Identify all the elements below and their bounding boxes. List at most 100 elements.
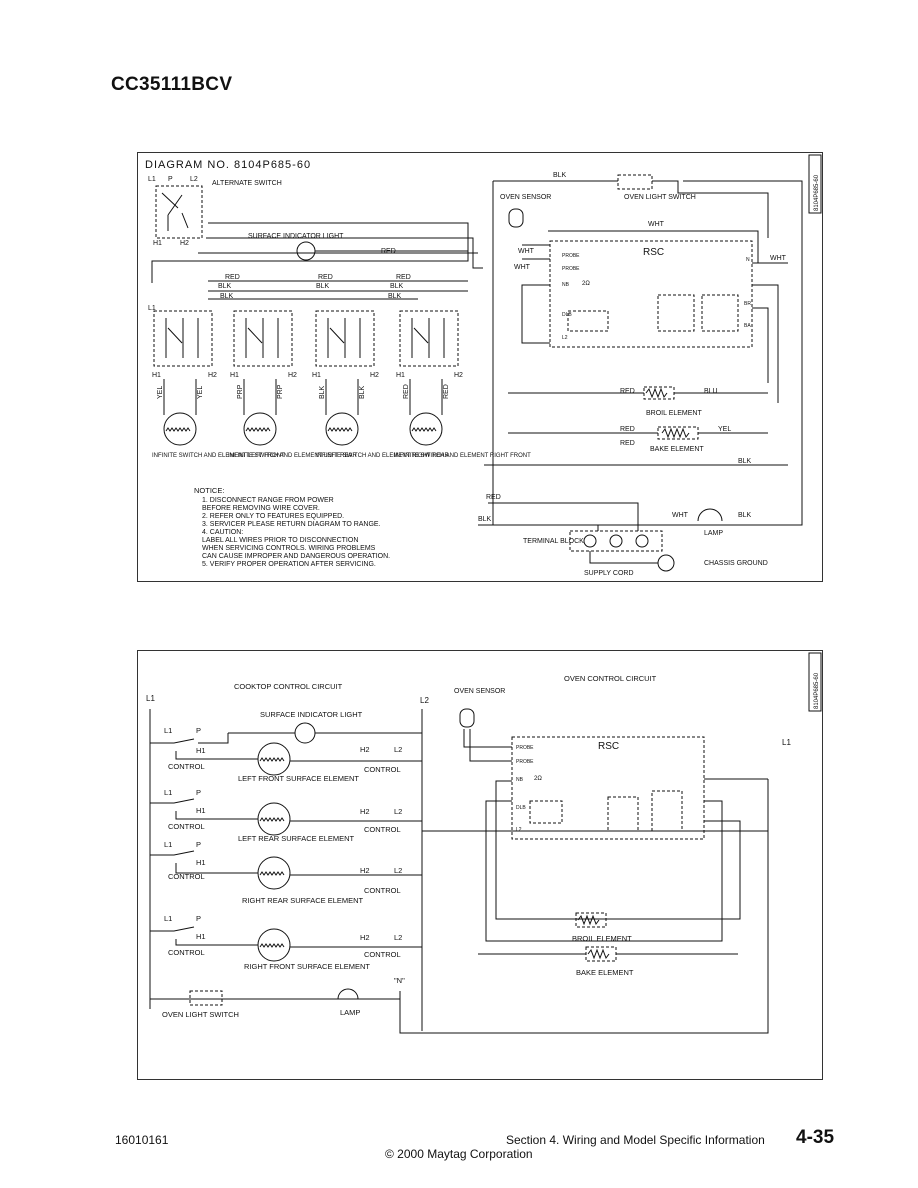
svg-text:L2: L2 — [562, 335, 568, 341]
svg-text:WHT: WHT — [514, 264, 531, 271]
svg-text:RED: RED — [403, 384, 410, 399]
svg-text:RED: RED — [381, 248, 396, 255]
svg-text:L1: L1 — [164, 914, 172, 923]
svg-text:RED: RED — [396, 274, 411, 281]
svg-text:H1: H1 — [196, 746, 206, 755]
svg-text:L2: L2 — [190, 176, 198, 183]
supply-cord-plug — [657, 554, 675, 572]
svg-text:CONTROL: CONTROL — [364, 765, 401, 774]
svg-text:P: P — [196, 788, 201, 797]
oven-sensor-probe-bottom — [459, 708, 475, 728]
alternate-switch: L1 P L2 H1 H2 — [148, 176, 203, 247]
rsc-label-bottom: RSC — [598, 741, 619, 752]
svg-text:N: N — [746, 257, 750, 263]
svg-text:RED: RED — [225, 274, 240, 281]
svg-text:H1: H1 — [230, 372, 239, 379]
svg-text:L1: L1 — [148, 305, 156, 312]
wiring-diagram-panel: DIAGRAM NO. 8104P685-60 8104P685-60 L1 P… — [137, 152, 823, 582]
svg-text:L2: L2 — [394, 807, 402, 816]
model-title: CC35111BCV — [111, 74, 233, 95]
control-row-right-rear: L1 P H1 CONTROL H2 L2 CONTROL RIGHT REAR… — [150, 840, 422, 905]
svg-text:CONTROL: CONTROL — [364, 886, 401, 895]
svg-text:BLK: BLK — [390, 283, 404, 290]
svg-text:RIGHT REAR SURFACE ELEMENT: RIGHT REAR SURFACE ELEMENT — [242, 896, 364, 905]
svg-text:H2: H2 — [360, 866, 370, 875]
svg-text:WHT: WHT — [518, 248, 535, 255]
diagram-number: DIAGRAM NO. 8104P685-60 — [145, 159, 311, 171]
svg-text:WHEN SERVICING CONTROLS. WIRIN: WHEN SERVICING CONTROLS. WIRING PROBLEMS — [202, 545, 376, 552]
svg-text:H2: H2 — [370, 372, 379, 379]
svg-text:H2: H2 — [208, 372, 217, 379]
svg-text:H1: H1 — [396, 372, 405, 379]
svg-text:PRP: PRP — [277, 384, 284, 399]
rsc-label: RSC — [643, 247, 664, 258]
svg-text:RIGHT FRONT SURFACE ELEMENT: RIGHT FRONT SURFACE ELEMENT — [244, 962, 370, 971]
svg-text:BLK: BLK — [220, 293, 234, 300]
svg-text:BR: BR — [744, 301, 751, 307]
svg-text:NB: NB — [562, 282, 570, 288]
svg-text:P: P — [168, 176, 173, 183]
svg-text:L1: L1 — [164, 788, 172, 797]
svg-text:RED: RED — [443, 384, 450, 399]
control-row-right-front: L1 P H1 CONTROL H2 L2 CONTROL RIGHT FRON… — [150, 914, 422, 971]
svg-text:BLK: BLK — [218, 283, 232, 290]
svg-text:2. REFER ONLY TO FEATURES EQUI: 2. REFER ONLY TO FEATURES EQUIPPED. — [202, 513, 344, 520]
svg-text:WHT: WHT — [672, 512, 689, 519]
switch-label-right-front: INFINITE SWITCH AND ELEMENT RIGHT FRONT — [394, 453, 531, 459]
svg-text:LABEL ALL WIRES PRIOR TO DISCO: LABEL ALL WIRES PRIOR TO DISCONNECTION — [202, 537, 358, 544]
infinite-switch-right-rear: H1 H2 BLK BLK — [312, 310, 379, 446]
schematic-diagram: 8104P685-60 COOKTOP CONTROL CIRCUIT OVEN… — [146, 652, 822, 1034]
oven-light-switch-label-bottom: OVEN LIGHT SWITCH — [162, 1010, 239, 1019]
broil-element-bottom — [575, 912, 607, 928]
bake-element-label-bottom: BAKE ELEMENT — [576, 968, 634, 977]
svg-text:BLK: BLK — [316, 283, 330, 290]
svg-text:BLK: BLK — [478, 516, 492, 523]
svg-text:YEL: YEL — [157, 386, 164, 399]
lamp-label: LAMP — [704, 530, 723, 537]
svg-text:BEFORE REMOVING WIRE COVER.: BEFORE REMOVING WIRE COVER. — [202, 505, 320, 512]
infinite-switch-left-front: L1 H1 H2 YEL YEL — [148, 305, 217, 446]
svg-text:CONTROL: CONTROL — [168, 948, 205, 957]
svg-text:WHT: WHT — [770, 255, 787, 262]
svg-text:RED: RED — [318, 274, 333, 281]
document-number: 16010161 — [115, 1133, 169, 1147]
cooktop-circuit-title: COOKTOP CONTROL CIRCUIT — [234, 682, 343, 691]
svg-text:2Ω: 2Ω — [582, 281, 590, 287]
terminal-block-label: TERMINAL BLOCK — [523, 538, 584, 545]
switch-label-left-front: INFINITE SWITCH AND ELEMENT LEFT FRONT — [152, 453, 285, 459]
svg-text:CONTROL: CONTROL — [364, 825, 401, 834]
svg-text:L1: L1 — [146, 694, 155, 703]
svg-text:DLB: DLB — [562, 312, 572, 318]
svg-text:H2: H2 — [288, 372, 297, 379]
svg-text:CONTROL: CONTROL — [168, 762, 205, 771]
svg-text:"N": "N" — [394, 976, 405, 985]
supply-cord-label: SUPPLY CORD — [584, 570, 634, 577]
svg-text:H1: H1 — [153, 240, 162, 247]
svg-text:RED: RED — [620, 440, 635, 447]
svg-text:BLK: BLK — [738, 458, 752, 465]
svg-text:RED: RED — [620, 388, 635, 395]
oven-sensor-label-bottom: OVEN SENSOR — [454, 688, 505, 695]
svg-text:H2: H2 — [360, 933, 370, 942]
oven-light-switch — [617, 174, 653, 190]
wiring-diagram: DIAGRAM NO. 8104P685-60 8104P685-60 L1 P… — [145, 154, 822, 577]
svg-text:4. CAUTION:: 4. CAUTION: — [202, 529, 243, 536]
oven-sensor-label: OVEN SENSOR — [500, 194, 551, 201]
svg-text:L1: L1 — [148, 176, 156, 183]
svg-text:CAN CAUSE IMPROPER AND DANGERO: CAN CAUSE IMPROPER AND DANGEROUS OPERATI… — [202, 553, 390, 560]
svg-text:P: P — [196, 914, 201, 923]
svg-text:2Ω: 2Ω — [534, 776, 542, 782]
svg-text:PROBE: PROBE — [516, 745, 534, 751]
svg-text:YEL: YEL — [197, 386, 204, 399]
terminal-block — [569, 530, 663, 552]
svg-text:PROBE: PROBE — [516, 759, 534, 765]
schematic-diagram-panel: 8104P685-60 COOKTOP CONTROL CIRCUIT OVEN… — [137, 650, 823, 1080]
rsc-control-board — [549, 240, 753, 348]
svg-text:DLB: DLB — [516, 805, 526, 811]
oven-sensor-probe — [508, 208, 524, 228]
svg-text:NOTICE:: NOTICE: — [194, 486, 224, 495]
broil-element-label: BROIL ELEMENT — [646, 410, 702, 417]
broil-element-label-bottom: BROIL ELEMENT — [572, 934, 632, 943]
svg-text:BLK: BLK — [319, 385, 326, 399]
switch-label-left-rear: INFINITE SWITCH AND ELEMENT LEFT REAR — [228, 453, 357, 459]
